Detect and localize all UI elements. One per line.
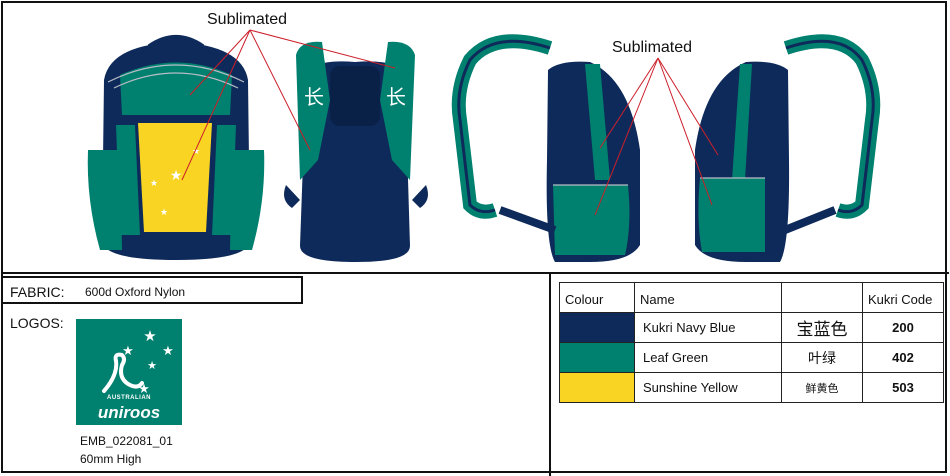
backpack-side-view-left bbox=[451, 34, 640, 262]
svg-text:★: ★ bbox=[138, 381, 150, 396]
svg-text:★: ★ bbox=[162, 343, 174, 358]
svg-text:★: ★ bbox=[150, 178, 158, 188]
logo-text-big: uniroos bbox=[97, 403, 161, 422]
colour-row: Sunshine Yellow 鲜黄色 503 bbox=[559, 372, 944, 403]
backpack-front-view: ★ ★ ★ ★ bbox=[87, 35, 265, 260]
svg-text:★: ★ bbox=[143, 328, 156, 345]
svg-text:长: 长 bbox=[386, 86, 406, 109]
colour-table-header: Colour Name Kukri Code bbox=[559, 282, 944, 313]
backpack-back-view: 长 长 bbox=[284, 41, 428, 263]
fabric-box bbox=[1, 276, 303, 304]
sublimated-callout-sides: Sublimated bbox=[612, 39, 693, 56]
header-colour: Colour bbox=[565, 291, 604, 307]
backpack-illustrations: ★ ★ ★ ★ 长 长 bbox=[87, 29, 881, 263]
logo-text-small: AUSTRALIAN bbox=[107, 395, 151, 401]
logo-code: EMB_022081_01 bbox=[80, 434, 173, 448]
logos-label: LOGOS: bbox=[10, 315, 64, 331]
fabric-value: 600d Oxford Nylon bbox=[85, 285, 186, 299]
colour-chinese-name: 叶绿 bbox=[781, 342, 863, 373]
colour-name: Sunshine Yellow bbox=[634, 372, 782, 403]
svg-text:★: ★ bbox=[122, 343, 134, 358]
callout-lines bbox=[181, 29, 719, 216]
colour-name: Leaf Green bbox=[634, 342, 782, 373]
colour-swatch-navy bbox=[559, 312, 635, 343]
colour-row: Kukri Navy Blue 宝蓝色 200 bbox=[559, 312, 944, 343]
colour-code: 402 bbox=[862, 342, 944, 373]
colour-chinese-name: 鲜黄色 bbox=[781, 372, 863, 403]
colour-chinese-name: 宝蓝色 bbox=[781, 312, 863, 343]
header-name: Name bbox=[640, 291, 675, 307]
backpack-side-view-right bbox=[695, 34, 881, 262]
logo-size: 60mm High bbox=[80, 452, 142, 466]
colour-name: Kukri Navy Blue bbox=[634, 312, 782, 343]
colour-row: Leaf Green 叶绿 402 bbox=[559, 342, 944, 373]
svg-text:长: 长 bbox=[304, 86, 324, 109]
header-chinese-name bbox=[782, 296, 862, 299]
uniroos-logo: ★ ★ ★ ★ ★ AUSTRALIAN uniroos bbox=[76, 319, 182, 425]
column-divider bbox=[549, 272, 551, 476]
fabric-label: FABRIC: bbox=[10, 284, 65, 300]
colour-table: Colour Name Kukri Code Kukri Navy Blue 宝… bbox=[559, 282, 944, 403]
svg-text:★: ★ bbox=[160, 207, 168, 217]
svg-text:★: ★ bbox=[147, 360, 157, 372]
svg-text:★: ★ bbox=[192, 146, 200, 156]
kangaroo-stars-icon: ★ ★ ★ ★ ★ bbox=[102, 328, 174, 396]
sublimated-callout-front-back: Sublimated bbox=[207, 11, 288, 28]
colour-code: 200 bbox=[862, 312, 944, 343]
colour-code: 503 bbox=[862, 372, 944, 403]
colour-swatch-green bbox=[559, 342, 635, 373]
section-divider bbox=[1, 272, 949, 274]
colour-swatch-yellow bbox=[559, 372, 635, 403]
svg-text:★: ★ bbox=[170, 167, 183, 183]
header-kukri-code: Kukri Code bbox=[868, 291, 933, 307]
